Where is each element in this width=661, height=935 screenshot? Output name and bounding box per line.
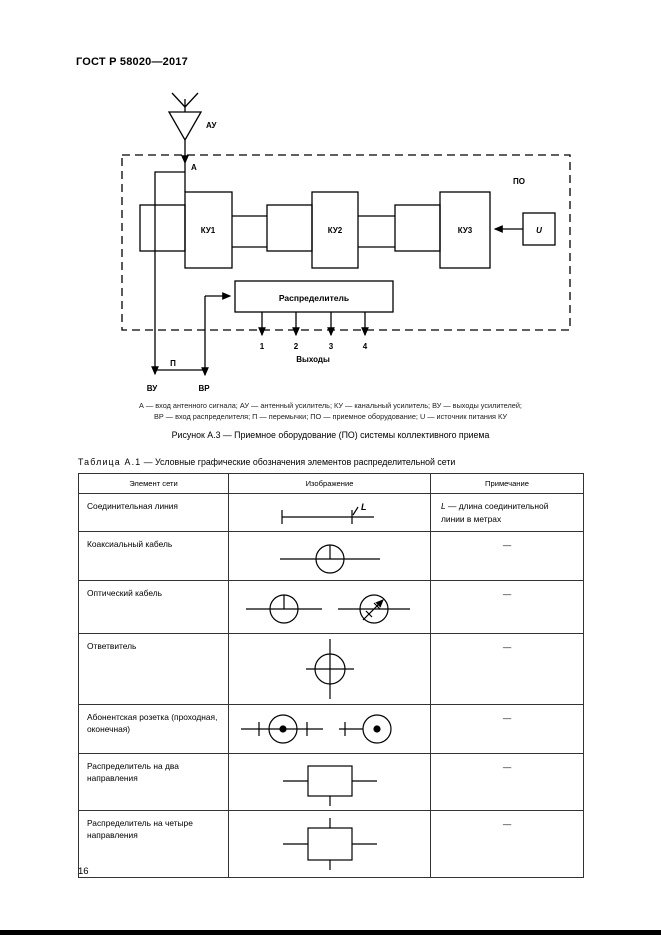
output-2-label: 2 bbox=[294, 342, 299, 351]
output-4-label: 4 bbox=[363, 342, 368, 351]
figure-a3-diagram: АУ А ПО П ВУ ВР КУ1 КУ2 bbox=[121, 92, 571, 393]
table-row: Абонентская розетка (проходная, оконечна… bbox=[78, 704, 584, 755]
power-source-block: U bbox=[493, 212, 556, 246]
ku1-block: КУ1 bbox=[139, 191, 233, 269]
jumper-label: П bbox=[170, 359, 176, 368]
ku3-block: КУ3 bbox=[394, 191, 491, 269]
antenna-amp-label: АУ bbox=[206, 121, 217, 130]
document-header: ГОСТ Р 58020—2017 bbox=[76, 56, 188, 68]
page-number: 16 bbox=[78, 866, 89, 877]
antenna-input-label: А bbox=[191, 163, 197, 172]
header-element: Элемент сети bbox=[78, 473, 229, 494]
subscriber-socket-symbol bbox=[241, 714, 392, 744]
table-row: Распределитель на четыре направления — bbox=[78, 810, 584, 879]
output-3-label: 3 bbox=[329, 342, 334, 351]
figure-legend-line-1: А — вход антенного сигнала; АУ — антенны… bbox=[139, 401, 522, 410]
table-row: Ответвитель — bbox=[78, 633, 584, 706]
element-name: Распределитель на два направления bbox=[78, 753, 229, 812]
element-name: Ответвитель bbox=[78, 633, 229, 706]
po-dashed-boundary bbox=[121, 154, 571, 331]
table-header-row: Элемент сети Изображение Примечание bbox=[78, 473, 584, 494]
splitter-four-way-symbol bbox=[282, 818, 377, 871]
symbol-cell bbox=[228, 633, 431, 706]
symbol-cell bbox=[228, 810, 431, 879]
table-a1: Элемент сети Изображение Примечание Соед… bbox=[78, 473, 584, 879]
table-row: Соединительная линия L L — длина соедини… bbox=[78, 492, 584, 533]
table-row: Распределитель на два направления — bbox=[78, 753, 584, 812]
antenna-icon bbox=[171, 92, 199, 112]
symbol-cell bbox=[228, 753, 431, 812]
coaxial-cable-symbol bbox=[279, 544, 380, 574]
ku2-label: КУ2 bbox=[328, 226, 343, 235]
element-name: Распределитель на четыре направления bbox=[78, 810, 229, 879]
note-cell: — bbox=[430, 753, 584, 812]
header-image: Изображение bbox=[228, 473, 431, 494]
distributor-label: Распределитель bbox=[279, 293, 349, 303]
power-source-label: U bbox=[536, 226, 542, 235]
figure-legend-line-2: ВР — вход распределителя; П — перемычки;… bbox=[154, 412, 507, 421]
element-name: Соединительная линия bbox=[78, 492, 229, 533]
note-cell: — bbox=[430, 633, 584, 706]
splitter-two-way-symbol bbox=[282, 765, 377, 807]
table-row: Коаксиальный кабель — bbox=[78, 531, 584, 582]
distributor-block: Распределитель bbox=[205, 280, 394, 313]
element-name: Абонентская розетка (проходная, оконечна… bbox=[78, 704, 229, 755]
ku3-label: КУ3 bbox=[458, 226, 473, 235]
connection-line-symbol: L bbox=[280, 502, 374, 524]
figure-caption: Рисунок А.3 — Приемное оборудование (ПО)… bbox=[171, 430, 490, 440]
note-cell: — bbox=[430, 531, 584, 582]
symbol-cell bbox=[228, 531, 431, 582]
ku2-block: КУ2 bbox=[266, 191, 359, 269]
antenna-amplifier-triangle bbox=[167, 111, 203, 142]
ku-chain-lines bbox=[232, 215, 395, 248]
note-cell: — bbox=[430, 810, 584, 879]
distributor-outputs: 1 2 3 4 Выходы bbox=[258, 312, 369, 364]
element-name: Коаксиальный кабель bbox=[78, 531, 229, 582]
note-cell: — bbox=[430, 704, 584, 755]
note-text: — длина соединительной линии в метрах bbox=[441, 501, 549, 524]
vr-label: ВР bbox=[198, 384, 210, 393]
element-name: Оптический кабель bbox=[78, 580, 229, 635]
tap-symbol bbox=[305, 639, 354, 700]
table-title: Таблица А.1 — Условные графические обозн… bbox=[78, 457, 455, 467]
output-1-label: 1 bbox=[260, 342, 265, 351]
symbol-cell: L bbox=[228, 492, 431, 533]
note-cell: — bbox=[430, 580, 584, 635]
symbol-cell bbox=[228, 704, 431, 755]
optical-cable-symbol bbox=[246, 594, 410, 624]
symbol-cell bbox=[228, 580, 431, 635]
ku1-label: КУ1 bbox=[201, 226, 216, 235]
vu-line bbox=[151, 171, 185, 376]
vu-label: ВУ bbox=[147, 384, 158, 393]
table-row: Оптический кабель bbox=[78, 580, 584, 635]
table-title-label: Таблица А.1 bbox=[78, 457, 142, 467]
po-label: ПО bbox=[513, 177, 525, 186]
length-dimension-label: L bbox=[361, 502, 367, 512]
table-title-rest: — Условные графические обозначения элеме… bbox=[141, 457, 456, 467]
page-bottom-edge bbox=[0, 930, 661, 935]
header-note: Примечание bbox=[430, 473, 584, 494]
note-symbol: L bbox=[441, 501, 446, 511]
outputs-word-label: Выходы bbox=[296, 355, 330, 364]
note-cell: L — длина соединительной линии в метрах bbox=[430, 492, 584, 533]
